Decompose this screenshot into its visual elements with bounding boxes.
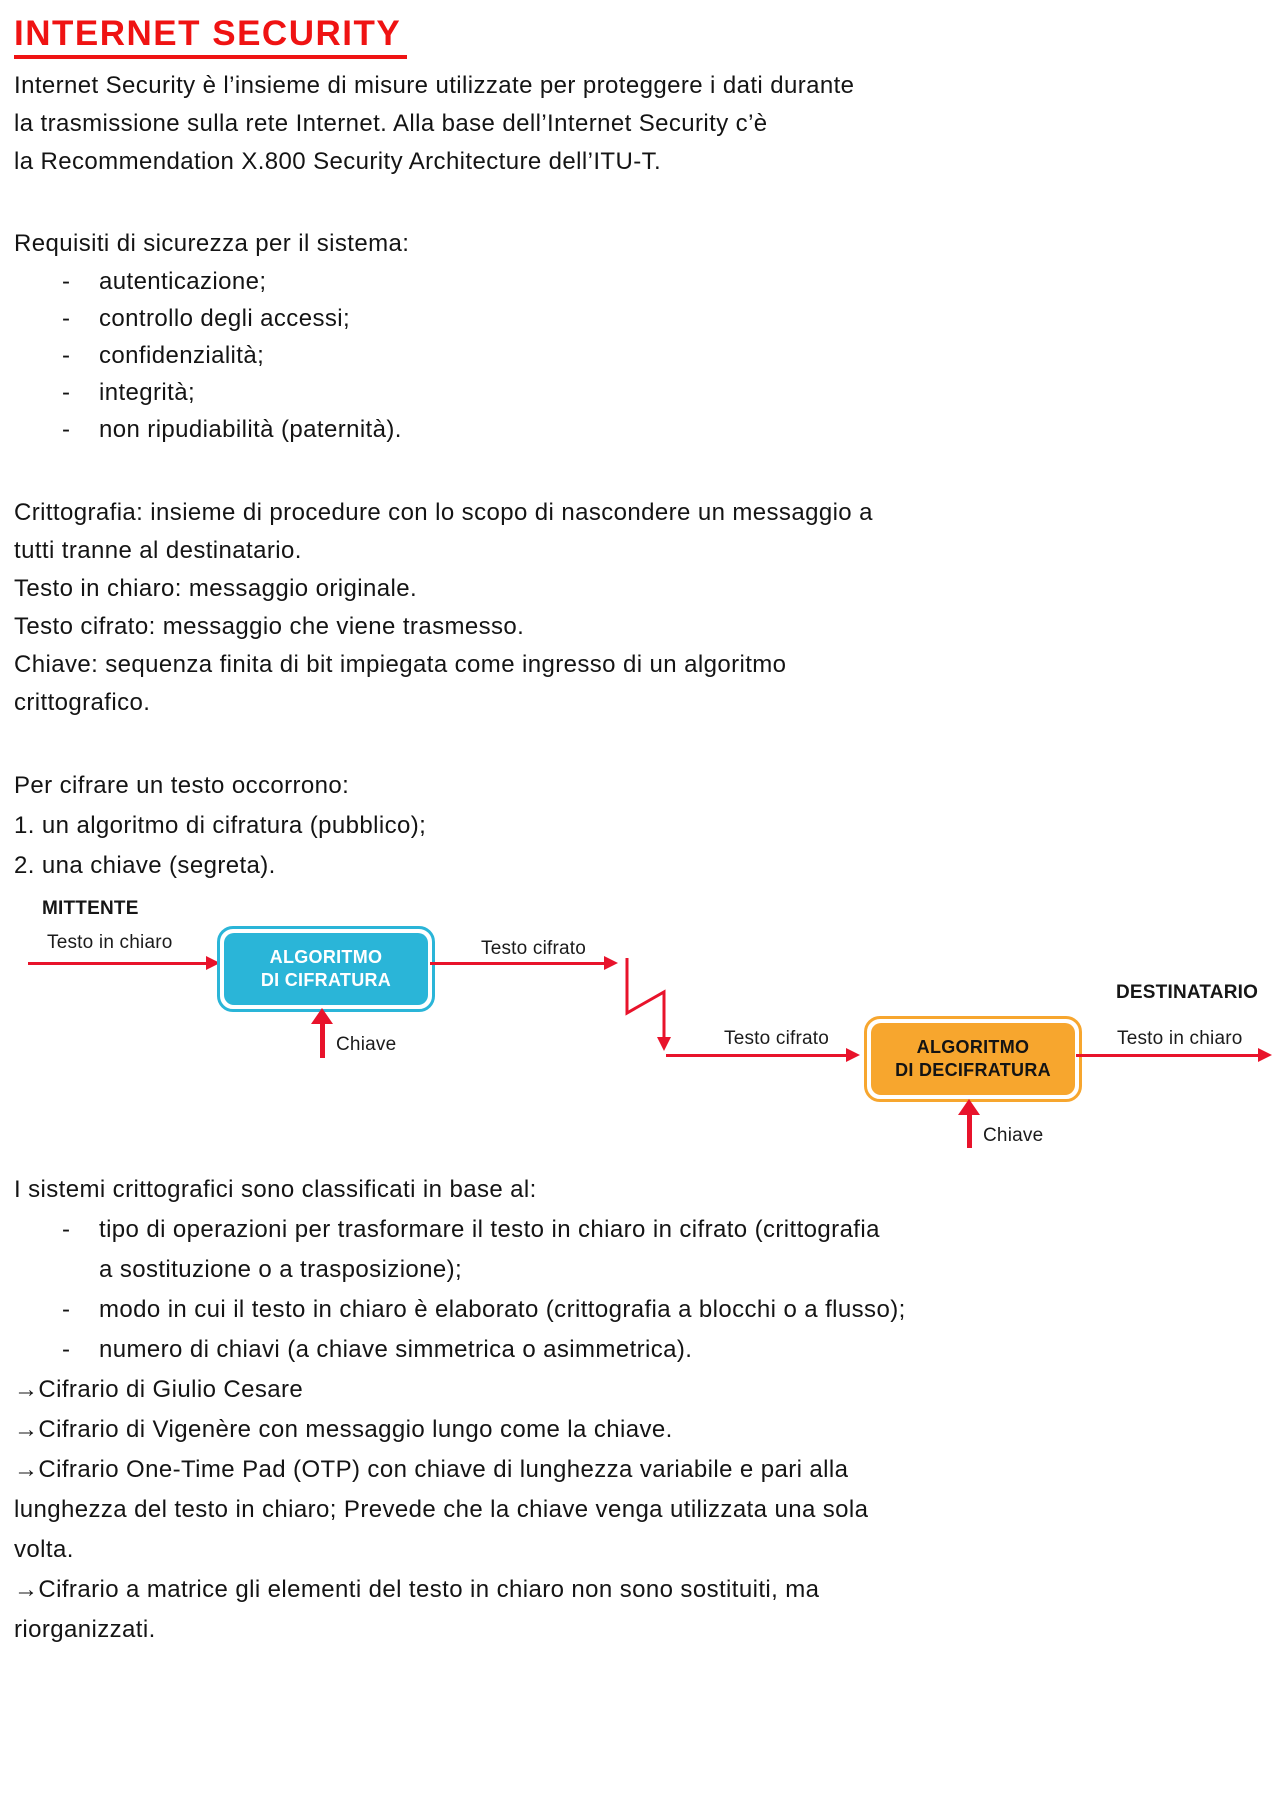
requirement-item-text: non ripudiabilità (paternità). (99, 416, 402, 443)
arrow-plaintext-out-line (1076, 1054, 1260, 1057)
key-encrypt-arrow-line (320, 1023, 325, 1058)
arrow-plaintext-out-head-icon (1258, 1048, 1272, 1062)
bullet-dash: - (62, 1336, 71, 1363)
sender-label: MITTENTE (42, 898, 139, 919)
plaintext-out-label: Testo in chiaro (1117, 1028, 1243, 1049)
decrypt-algorithm-label: ALGORITMO DI DECIFRATURA (871, 1023, 1075, 1095)
arrow-plaintext-in-head-icon (206, 956, 220, 970)
cipher-note: →Cifrario di Giulio Cesare (14, 1376, 304, 1403)
plaintext-in-label: Testo in chiaro (47, 932, 173, 953)
classification-item-text: numero di chiavi (a chiave simmetrica o … (99, 1336, 693, 1363)
arrow-plaintext-in-line (28, 962, 208, 965)
classification-section: I sistemi crittografici sono classificat… (14, 1170, 1250, 1370)
bullet-dash: - (62, 268, 71, 295)
requirement-item: - confidenzialità; (14, 337, 1250, 374)
ciphertext-in-label: Testo cifrato (724, 1028, 830, 1049)
bullet-dash: - (62, 1216, 71, 1243)
encryption-flow-diagram: MITTENTE Testo in chiaro ALGORITMO DI CI… (14, 896, 1272, 1156)
requirement-item: - integrità; (14, 374, 1250, 411)
receiver-label: DESTINATARIO (1116, 982, 1259, 1003)
classification-item: - numero di chiavi (a chiave simmetrica … (14, 1330, 1250, 1370)
bullet-dash: - (62, 342, 71, 369)
arrow-ciphertext-out-head-icon (604, 956, 618, 970)
bullet-dash: - (62, 1296, 71, 1323)
encrypt-algorithm-box: ALGORITMO DI CIFRATURA (217, 926, 435, 1012)
requirements-list: - autenticazione; - controllo degli acce… (14, 263, 1250, 448)
requirement-item-text: integrità; (99, 379, 196, 406)
requirement-item: - autenticazione; (14, 263, 1250, 300)
transmission-zigzag-icon (625, 958, 671, 1051)
cipher-note: →Cifrario a matrice gli elementi del tes… (14, 1576, 820, 1643)
requirement-item-text: confidenzialità; (99, 342, 265, 369)
arrow-ciphertext-in-line (666, 1054, 848, 1057)
bullet-dash: - (62, 416, 71, 443)
requirements-heading: Requisiti di sicurezza per il sistema: (14, 230, 410, 257)
cipher-note: →Cifrario di Vigenère con messaggio lung… (14, 1416, 673, 1443)
bullet-dash: - (62, 305, 71, 332)
encryption-needs-item: 1. un algoritmo di cifratura (pubblico); (14, 812, 427, 839)
encrypt-algorithm-label: ALGORITMO DI CIFRATURA (224, 933, 428, 1005)
page-title: INTERNET SECURITY (14, 14, 408, 59)
classification-item: - tipo di operazioni per trasformare il … (14, 1210, 1250, 1290)
classification-item: - modo in cui il testo in chiaro è elabo… (14, 1290, 1250, 1330)
requirement-item: - controllo degli accessi; (14, 300, 1250, 337)
classification-item-text: tipo di operazioni per trasformare il te… (99, 1216, 880, 1283)
encryption-needs: Per cifrare un testo occorrono: 1. un al… (14, 766, 1250, 886)
bullet-dash: - (62, 379, 71, 406)
key-decrypt-arrow-head-icon (958, 1099, 980, 1115)
crypto-definitions-paragraph: Crittografia: insieme di procedure con l… (14, 499, 873, 716)
requirement-item-text: controllo degli accessi; (99, 305, 351, 332)
requirement-item-text: autenticazione; (99, 268, 267, 295)
cipher-note: →Cifrario One-Time Pad (OTP) con chiave … (14, 1456, 869, 1563)
key-decrypt-arrow-line (967, 1114, 972, 1148)
classification-heading: I sistemi crittografici sono classificat… (14, 1176, 537, 1203)
encryption-needs-heading: Per cifrare un testo occorrono: (14, 772, 350, 799)
key-encrypt-label: Chiave (336, 1034, 397, 1055)
key-encrypt-arrow-head-icon (311, 1008, 333, 1024)
arrow-ciphertext-in-head-icon (846, 1048, 860, 1062)
arrow-ciphertext-out-line (430, 962, 606, 965)
decrypt-algorithm-box: ALGORITMO DI DECIFRATURA (864, 1016, 1082, 1102)
classification-item-text: modo in cui il testo in chiaro è elabora… (99, 1296, 906, 1323)
encryption-needs-item: 2. una chiave (segreta). (14, 852, 276, 879)
intro-paragraph: Internet Security è l’insieme di misure … (14, 72, 855, 175)
ciphertext-out-label: Testo cifrato (481, 938, 587, 959)
requirement-item: - non ripudiabilità (paternità). (14, 411, 1250, 448)
note-page: INTERNET SECURITY Internet Security è l’… (14, 14, 1272, 1643)
key-decrypt-label: Chiave (983, 1125, 1044, 1146)
